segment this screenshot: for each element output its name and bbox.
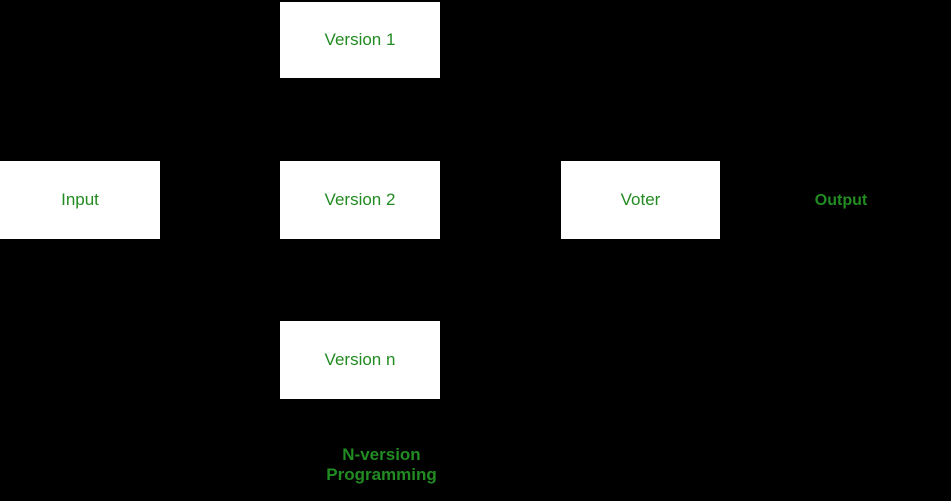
diagram-caption: N-version Programming [326, 445, 437, 484]
node-version-1: Version 1 [280, 2, 440, 78]
node-input-label: Input [61, 190, 99, 209]
node-version-n: Version n [280, 321, 440, 399]
node-version-n-label: Version n [324, 350, 396, 369]
output-label: Output [814, 192, 868, 209]
node-voter-label: Voter [620, 190, 661, 209]
node-version-2-label: Version 2 [324, 190, 396, 209]
node-input: Input [0, 161, 160, 239]
node-voter: Voter [561, 161, 720, 239]
node-version-1-label: Version 1 [324, 30, 396, 49]
node-version-2: Version 2 [280, 161, 440, 239]
